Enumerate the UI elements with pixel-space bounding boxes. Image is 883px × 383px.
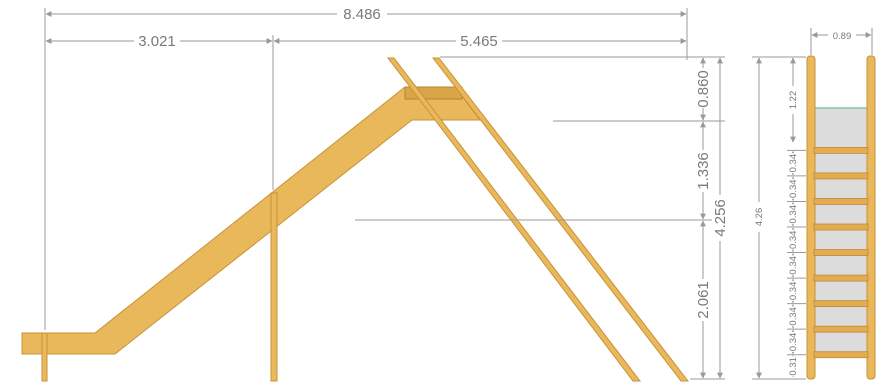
end-rail-left xyxy=(806,55,816,380)
ladder-rung xyxy=(813,274,869,282)
label-ladder-run: 5.465 xyxy=(460,33,498,50)
label-backdrop xyxy=(787,229,799,250)
label-backdrop xyxy=(787,153,799,174)
label-top-gap: 1.22 xyxy=(788,91,799,110)
label-rung-spacing: 0.31 xyxy=(788,357,799,376)
ladder-rung xyxy=(813,172,869,180)
ladder-panel xyxy=(812,107,870,355)
ladder-rung xyxy=(813,325,869,333)
label-backdrop xyxy=(787,255,799,276)
ladder-rung xyxy=(813,146,869,154)
ladder-rung xyxy=(813,249,869,256)
label-backdrop xyxy=(787,178,799,199)
label-rung-spacing: 0.34 xyxy=(788,256,799,275)
end-rungs xyxy=(813,146,869,359)
label-backdrop xyxy=(787,331,799,352)
rung-spacing-dimensions: 0.34 0.34 0.34 0.34 0.34 0.34 0.34 0.34 0.31 xyxy=(787,149,806,378)
label-slide-run: 3.021 xyxy=(138,33,176,50)
side-dimensions: 8.486 3.021 5.465 0.860 1.336 2.061 4.25… xyxy=(44,6,729,380)
label-overall-width: 8.486 xyxy=(343,6,381,23)
ladder-end-view xyxy=(806,55,876,380)
label-rung-spacing: 0.34 xyxy=(788,307,799,326)
label-end-height: 4.26 xyxy=(754,208,765,227)
ladder-rung xyxy=(813,300,869,308)
label-bottom-rise: 2.061 xyxy=(695,281,712,319)
label-rung-spacing: 0.34 xyxy=(788,333,799,352)
label-top-rise: 0.860 xyxy=(695,70,712,108)
label-backdrop xyxy=(787,204,799,225)
ladder-rung xyxy=(813,223,869,231)
label-rung-spacing: 0.34 xyxy=(788,179,799,198)
ladder-rung xyxy=(813,351,869,359)
label-end-width: 0.89 xyxy=(833,31,852,42)
label-rung-spacing: 0.34 xyxy=(788,231,799,250)
label-rung-spacing: 0.34 xyxy=(788,154,799,173)
exit-post xyxy=(41,332,48,382)
end-dimensions: 0.89 4.26 1.22 0.340.340.340.340.340.340… xyxy=(752,28,873,380)
label-mid-rise: 1.336 xyxy=(695,152,712,190)
label-backdrop xyxy=(787,356,799,377)
label-backdrop xyxy=(787,306,799,327)
support-leg xyxy=(270,192,278,382)
ladder-rung xyxy=(813,198,869,205)
label-rung-spacing: 0.34 xyxy=(788,205,799,224)
label-rung-spacing: 0.34 xyxy=(788,282,799,301)
label-backdrop xyxy=(787,280,799,301)
label-total-height: 4.256 xyxy=(712,199,729,237)
end-rail-right xyxy=(866,55,876,380)
